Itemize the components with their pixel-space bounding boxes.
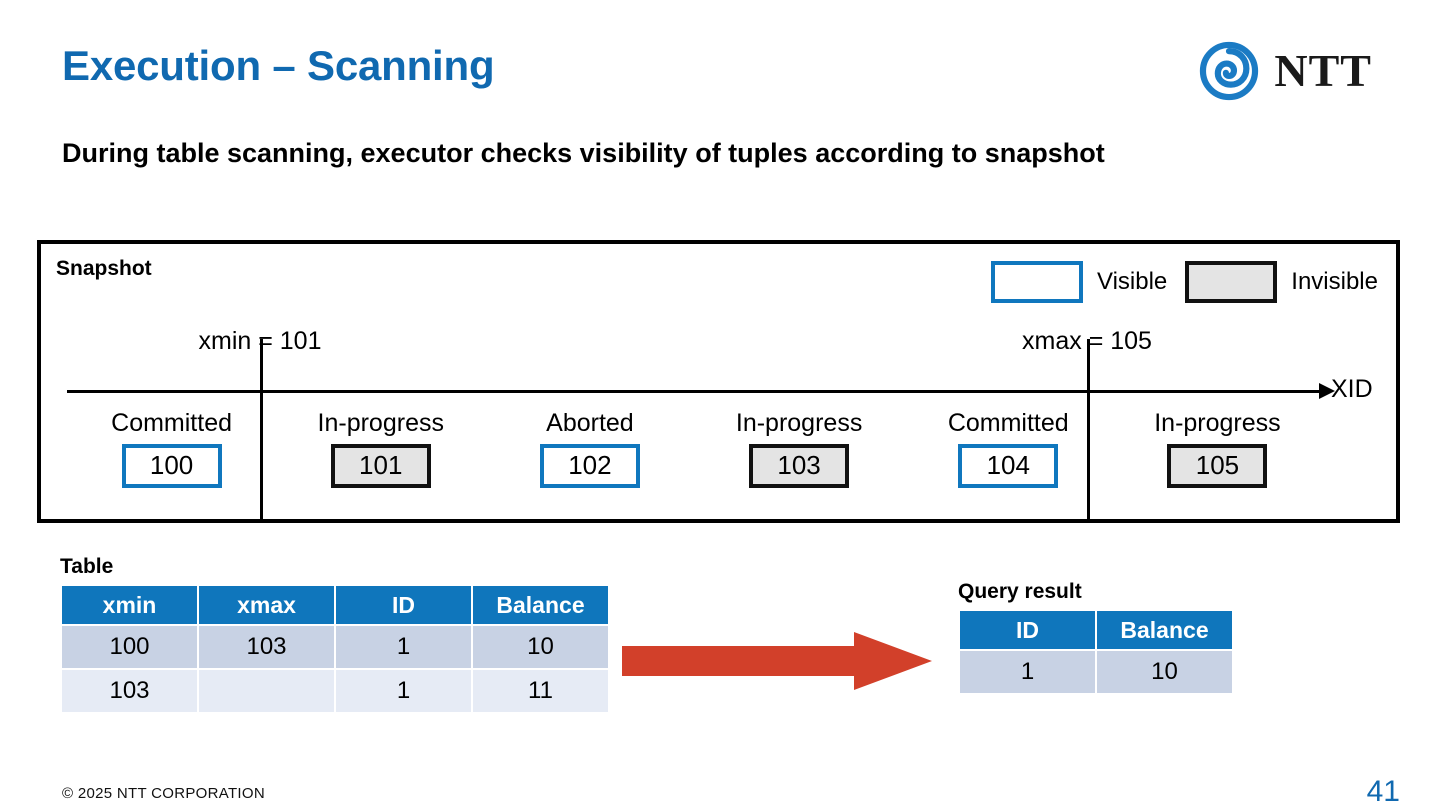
legend-label-visible: Visible xyxy=(1097,268,1168,295)
table-cell: 103 xyxy=(199,626,334,668)
table-cell: 1 xyxy=(336,626,471,668)
table-header-row: xmin xmax ID Balance xyxy=(62,586,608,624)
column-header: ID xyxy=(960,611,1095,649)
table-cell: 100 xyxy=(62,626,197,668)
xid-box: 104 xyxy=(958,443,1059,488)
column-header: xmin xyxy=(62,586,197,624)
page-number: 41 xyxy=(1366,775,1400,808)
xmax-boundary-line xyxy=(1087,339,1090,521)
axis-arrow-icon xyxy=(1319,383,1335,399)
xmin-boundary-label: xmin = 101 xyxy=(198,327,322,355)
ntt-swirl-icon xyxy=(1200,41,1259,101)
legend-item-invisible: Invisible xyxy=(1185,261,1378,303)
xid-cell: In-progress 105 xyxy=(1113,409,1322,488)
column-header: Balance xyxy=(1097,611,1232,649)
xid-box: 100 xyxy=(121,443,222,488)
legend-item-visible: Visible xyxy=(991,261,1167,303)
table-row: 103 1 11 xyxy=(62,670,608,712)
visible-swatch-icon xyxy=(991,261,1084,303)
snapshot-panel: Snapshot Visible Invisible xmin = 101 xm… xyxy=(37,240,1400,523)
table-cell: 10 xyxy=(1097,651,1232,693)
lead-paragraph: During table scanning, executor checks v… xyxy=(62,138,1105,168)
xid-state-label: In-progress xyxy=(1154,409,1281,437)
page-title: Execution – Scanning xyxy=(62,42,495,89)
column-header: Balance xyxy=(473,586,608,624)
xid-state-label: Committed xyxy=(111,409,233,437)
heap-table: xmin xmax ID Balance 100 103 1 10 103 1 xyxy=(60,584,610,714)
xid-state-label: Aborted xyxy=(546,409,634,437)
xid-cell: Committed 100 xyxy=(67,409,276,488)
table-cell: 10 xyxy=(473,626,608,668)
column-header: xmax xyxy=(199,586,334,624)
ntt-logo: NTT xyxy=(1198,40,1372,102)
xid-box: 105 xyxy=(1167,443,1268,488)
table-row: 1 10 xyxy=(960,651,1232,693)
xid-axis-line xyxy=(67,390,1322,393)
table-cell: 1 xyxy=(336,670,471,712)
xid-state-label: In-progress xyxy=(735,409,863,437)
query-result-block: Query result ID Balance 1 10 xyxy=(958,580,1234,695)
query-result-table: ID Balance 1 10 xyxy=(958,609,1234,695)
xmin-boundary-line xyxy=(260,339,263,521)
xid-state-label: In-progress xyxy=(317,409,444,437)
xmax-boundary-label: xmax = 105 xyxy=(1022,327,1152,355)
axis-caption: XID xyxy=(1331,375,1373,403)
table-row: 100 103 1 10 xyxy=(62,626,608,668)
table-cell xyxy=(199,670,334,712)
table-cell: 11 xyxy=(473,670,608,712)
query-result-caption: Query result xyxy=(958,580,1082,603)
table-header-row: ID Balance xyxy=(960,611,1232,649)
ntt-wordmark: NTT xyxy=(1274,45,1372,96)
xid-cell: In-progress 103 xyxy=(695,409,904,488)
xid-row: Committed 100 In-progress 101 Aborted 10… xyxy=(67,409,1322,488)
invisible-swatch-icon xyxy=(1185,261,1278,303)
heap-table-caption: Table xyxy=(60,555,114,578)
heap-table-block: Table xmin xmax ID Balance 100 103 1 10 xyxy=(60,555,610,714)
column-header: ID xyxy=(336,586,471,624)
table-cell: 1 xyxy=(960,651,1095,693)
xid-state-label: Committed xyxy=(947,409,1069,437)
snapshot-label: Snapshot xyxy=(56,257,152,280)
legend: Visible Invisible xyxy=(991,261,1378,303)
xid-cell: In-progress 101 xyxy=(276,409,485,488)
xid-box: 101 xyxy=(330,443,431,488)
footer-copyright: © 2025 NTT CORPORATION xyxy=(62,785,265,802)
xid-cell: Committed 104 xyxy=(904,409,1113,488)
legend-label-invisible: Invisible xyxy=(1291,268,1378,295)
right-arrow-icon xyxy=(622,632,932,690)
table-cell: 103 xyxy=(62,670,197,712)
xid-box: 103 xyxy=(749,443,850,488)
xid-cell: Aborted 102 xyxy=(485,409,694,488)
xid-box: 102 xyxy=(539,443,640,488)
